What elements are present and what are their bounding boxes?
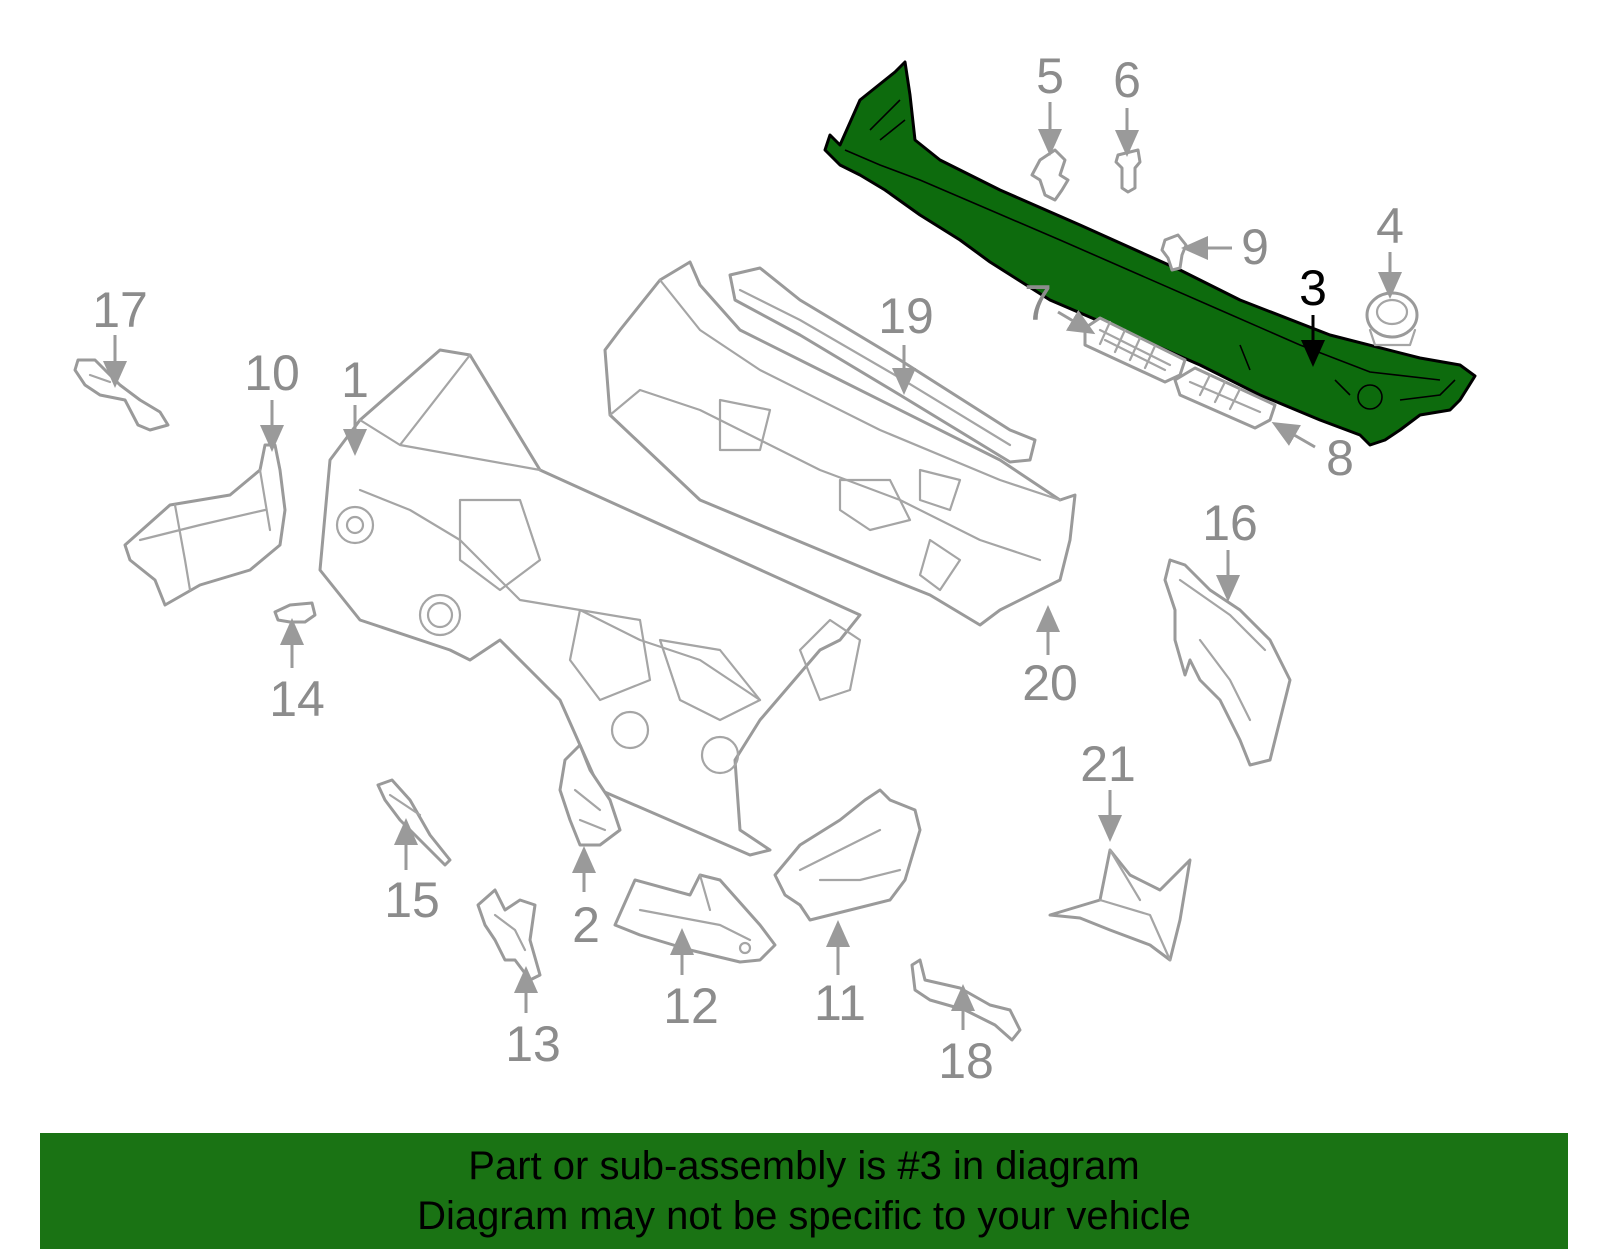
callout-21: 21 <box>1080 736 1136 792</box>
callout-13: 13 <box>505 1016 561 1072</box>
callout-arrows <box>103 102 1402 1030</box>
part-13-bracket[interactable] <box>476 888 542 982</box>
callout-labels: 1 2 3 4 5 6 7 8 9 10 11 12 13 14 15 16 1… <box>92 48 1404 1089</box>
callout-4: 4 <box>1376 198 1404 254</box>
arrow-8 <box>1271 422 1316 449</box>
callout-20: 20 <box>1022 655 1078 711</box>
callout-8: 8 <box>1326 430 1354 486</box>
callout-5: 5 <box>1036 48 1064 104</box>
part-5-clip[interactable] <box>1030 148 1070 202</box>
part-6-screw[interactable] <box>1114 148 1142 194</box>
part-9-clip[interactable] <box>1160 233 1188 272</box>
callout-11: 11 <box>814 975 866 1031</box>
info-banner: Part or sub-assembly is #3 in diagram Di… <box>40 1133 1568 1249</box>
part-12-brace[interactable] <box>613 873 777 964</box>
arrow-7 <box>1057 310 1096 335</box>
callout-14: 14 <box>269 671 325 727</box>
part-11-bracket[interactable] <box>773 788 922 922</box>
part-15-bracket[interactable] <box>376 778 452 867</box>
part-20-cowl-panel[interactable] <box>603 260 1077 627</box>
callout-15: 15 <box>384 872 440 928</box>
part-10-bracket[interactable] <box>123 443 287 607</box>
banner-line-1: Part or sub-assembly is #3 in diagram <box>468 1144 1140 1188</box>
callout-1: 1 <box>341 352 369 408</box>
callout-2: 2 <box>572 897 600 953</box>
banner-line-2: Diagram may not be specific to your vehi… <box>417 1194 1191 1238</box>
callout-6: 6 <box>1113 52 1141 108</box>
part-14-clip[interactable] <box>273 601 317 624</box>
part-4-grommet[interactable] <box>1365 291 1419 347</box>
part-1-dash-panel[interactable] <box>318 348 862 857</box>
part-7-vent-grille[interactable] <box>1083 316 1187 384</box>
part-18-strap[interactable] <box>910 958 1022 1042</box>
part-2-bracket[interactable] <box>558 743 622 847</box>
part-16-bracket[interactable] <box>1163 558 1292 767</box>
callout-18: 18 <box>938 1033 994 1089</box>
part-17-bracket[interactable] <box>73 358 170 432</box>
callout-19: 19 <box>878 288 934 344</box>
callout-3[interactable]: 3 <box>1299 260 1327 316</box>
callout-17: 17 <box>92 282 148 338</box>
callout-12: 12 <box>663 978 719 1034</box>
callout-7: 7 <box>1024 275 1052 331</box>
callout-9: 9 <box>1241 219 1269 275</box>
part-8-vent-grille[interactable] <box>1173 366 1277 430</box>
callout-10: 10 <box>244 345 300 401</box>
callout-16: 16 <box>1202 495 1258 551</box>
part-21-panel[interactable] <box>1048 848 1192 962</box>
part-19-seal[interactable] <box>728 266 1037 464</box>
